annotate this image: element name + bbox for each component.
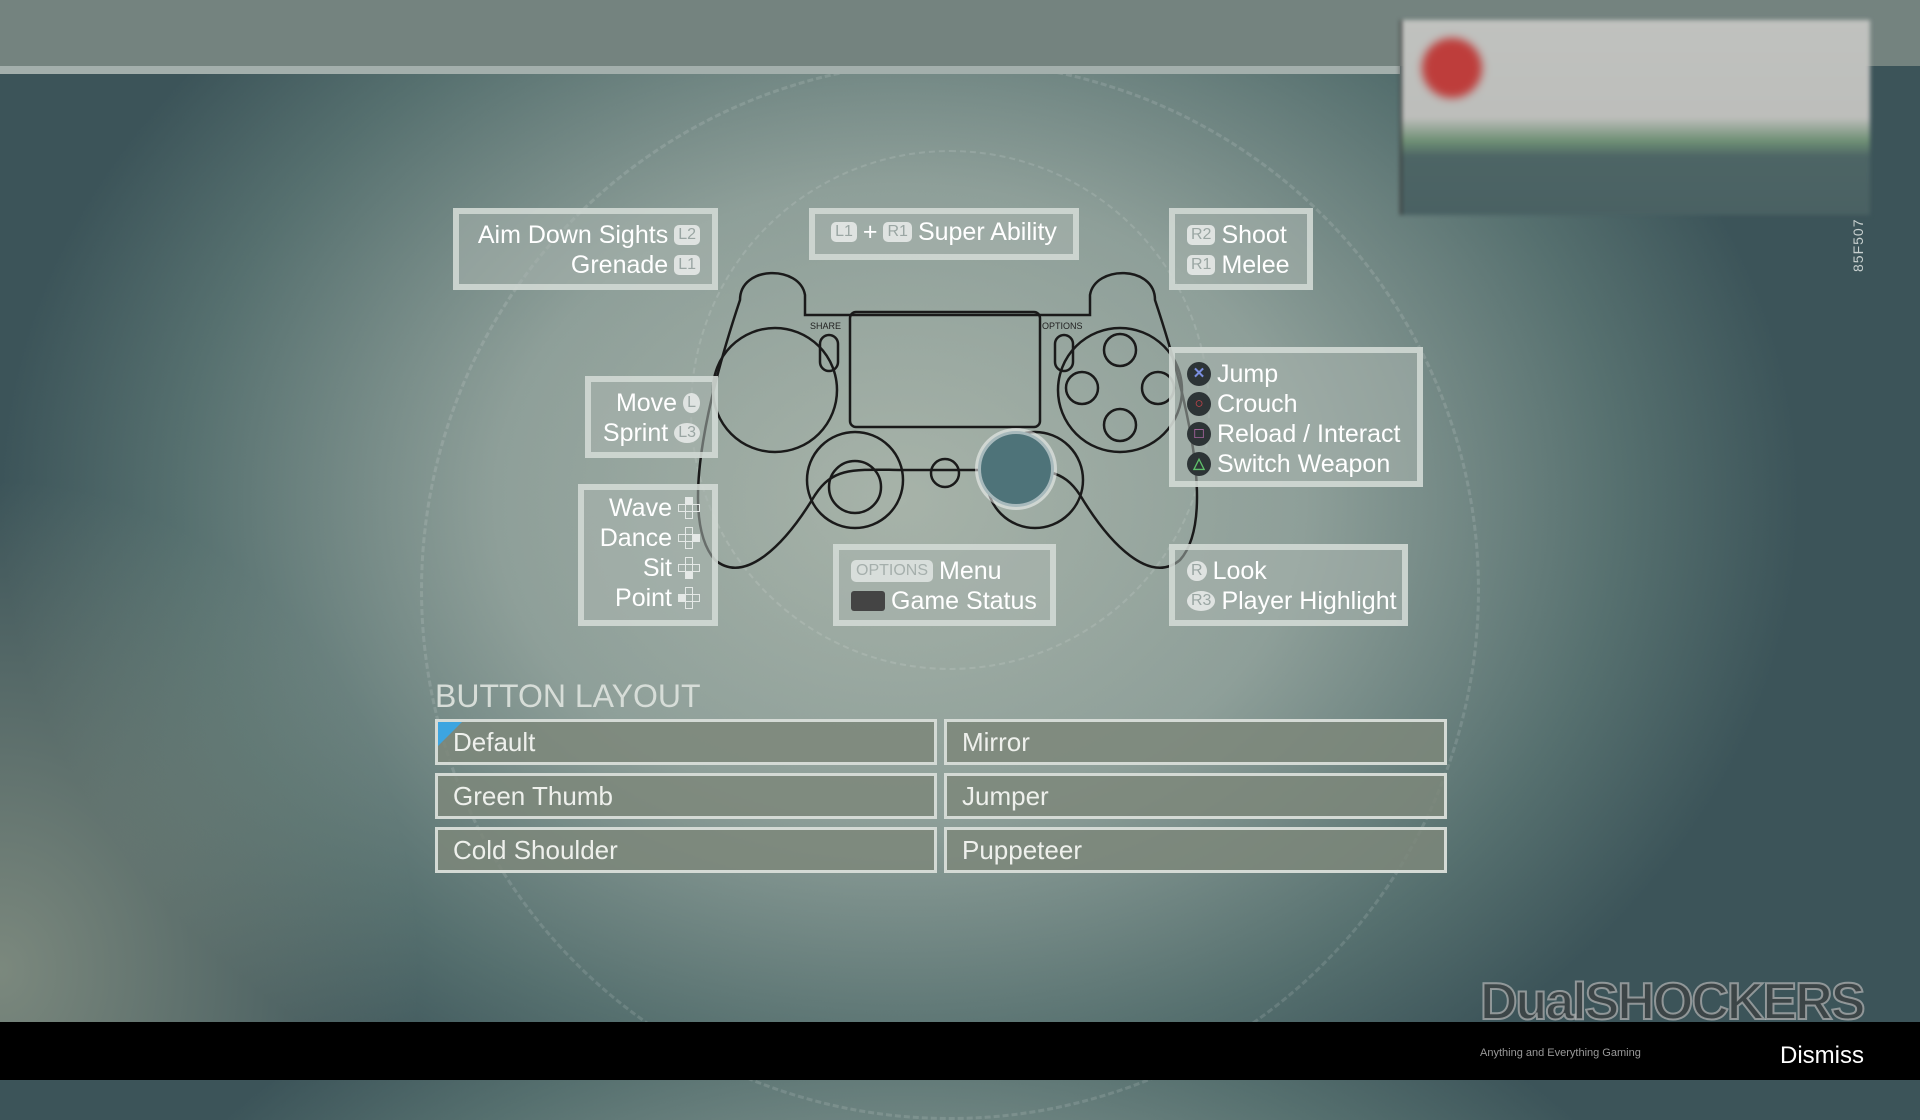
layout-option-jumper[interactable]: Jumper — [944, 773, 1447, 819]
wave-label: Wave — [609, 494, 672, 522]
aim-label: Aim Down Sights — [477, 221, 669, 249]
square-icon: □ — [1187, 422, 1211, 446]
l1-icon: L1 — [674, 255, 700, 275]
move-label: Move — [615, 389, 678, 417]
dpad-up-icon — [678, 497, 700, 519]
l3-icon: L3 — [674, 423, 700, 443]
crouch-label: Crouch — [1217, 390, 1298, 418]
look-label: Look — [1212, 557, 1267, 585]
sprint-label: Sprint — [602, 419, 669, 447]
controller-diagram: SHARE OPTIONS — [696, 271, 1199, 569]
left-stick-icon: L — [683, 393, 700, 413]
sit-label: Sit — [642, 554, 672, 582]
dpad-right-icon — [678, 527, 700, 549]
r2-icon: R2 — [1187, 225, 1216, 245]
menu-label: Menu — [939, 557, 1002, 585]
circle-icon: ○ — [1187, 392, 1211, 416]
layout-option-puppeteer[interactable]: Puppeteer — [944, 827, 1447, 873]
layout-option-mirror[interactable]: Mirror — [944, 719, 1447, 765]
melee-label: Melee — [1221, 251, 1290, 279]
version-code: 85F507 — [1850, 218, 1866, 272]
layout-option-cold-shoulder[interactable]: Cold Shoulder — [435, 827, 937, 873]
touchpad-icon — [851, 591, 885, 611]
dismiss-button[interactable]: Dismiss — [1780, 1042, 1864, 1069]
watermark-tagline: Anything and Everything Gaming — [1480, 1047, 1641, 1059]
blurred-notification — [1400, 20, 1870, 215]
r1-icon: R1 — [883, 222, 912, 242]
options-button-icon: OPTIONS — [851, 560, 934, 582]
super-label: Super Ability — [917, 218, 1057, 246]
dance-label: Dance — [599, 524, 672, 552]
dpad-left-icon — [678, 587, 700, 609]
r3-icon: R3 — [1187, 591, 1216, 611]
reload-label: Reload / Interact — [1217, 420, 1401, 448]
layout-option-green-thumb[interactable]: Green Thumb — [435, 773, 937, 819]
l1-icon: L1 — [831, 222, 857, 242]
face-buttons-box: ✕Jump ○Crouch □Reload / Interact △Switch… — [1169, 347, 1423, 487]
point-label: Point — [615, 584, 672, 612]
plus-text: + — [862, 218, 878, 246]
top-bar-line — [0, 66, 1400, 74]
grenade-label: Grenade — [570, 251, 669, 279]
options-label: OPTIONS — [1042, 321, 1083, 331]
player-highlight-label: Player Highlight — [1221, 587, 1397, 615]
right-stick-icon: R — [1187, 561, 1207, 581]
l2-icon: L2 — [674, 225, 700, 245]
r1-icon: R1 — [1187, 255, 1216, 275]
jump-label: Jump — [1217, 360, 1279, 388]
share-label: SHARE — [810, 321, 841, 331]
switch-weapon-label: Switch Weapon — [1217, 450, 1391, 478]
dpad-down-icon — [678, 557, 700, 579]
layout-option-default[interactable]: Default — [435, 719, 937, 765]
emotes-box: Wave Dance Sit Point — [578, 484, 718, 626]
triangle-icon: △ — [1187, 452, 1211, 476]
shoot-label: Shoot — [1221, 221, 1287, 249]
cross-icon: ✕ — [1187, 362, 1211, 386]
bottom-bar — [0, 1022, 1920, 1080]
watermark-logo: DualSHOCKERS — [1479, 972, 1866, 1032]
game-status-label: Game Status — [891, 587, 1037, 615]
button-layout-title: BUTTON LAYOUT — [435, 678, 701, 714]
